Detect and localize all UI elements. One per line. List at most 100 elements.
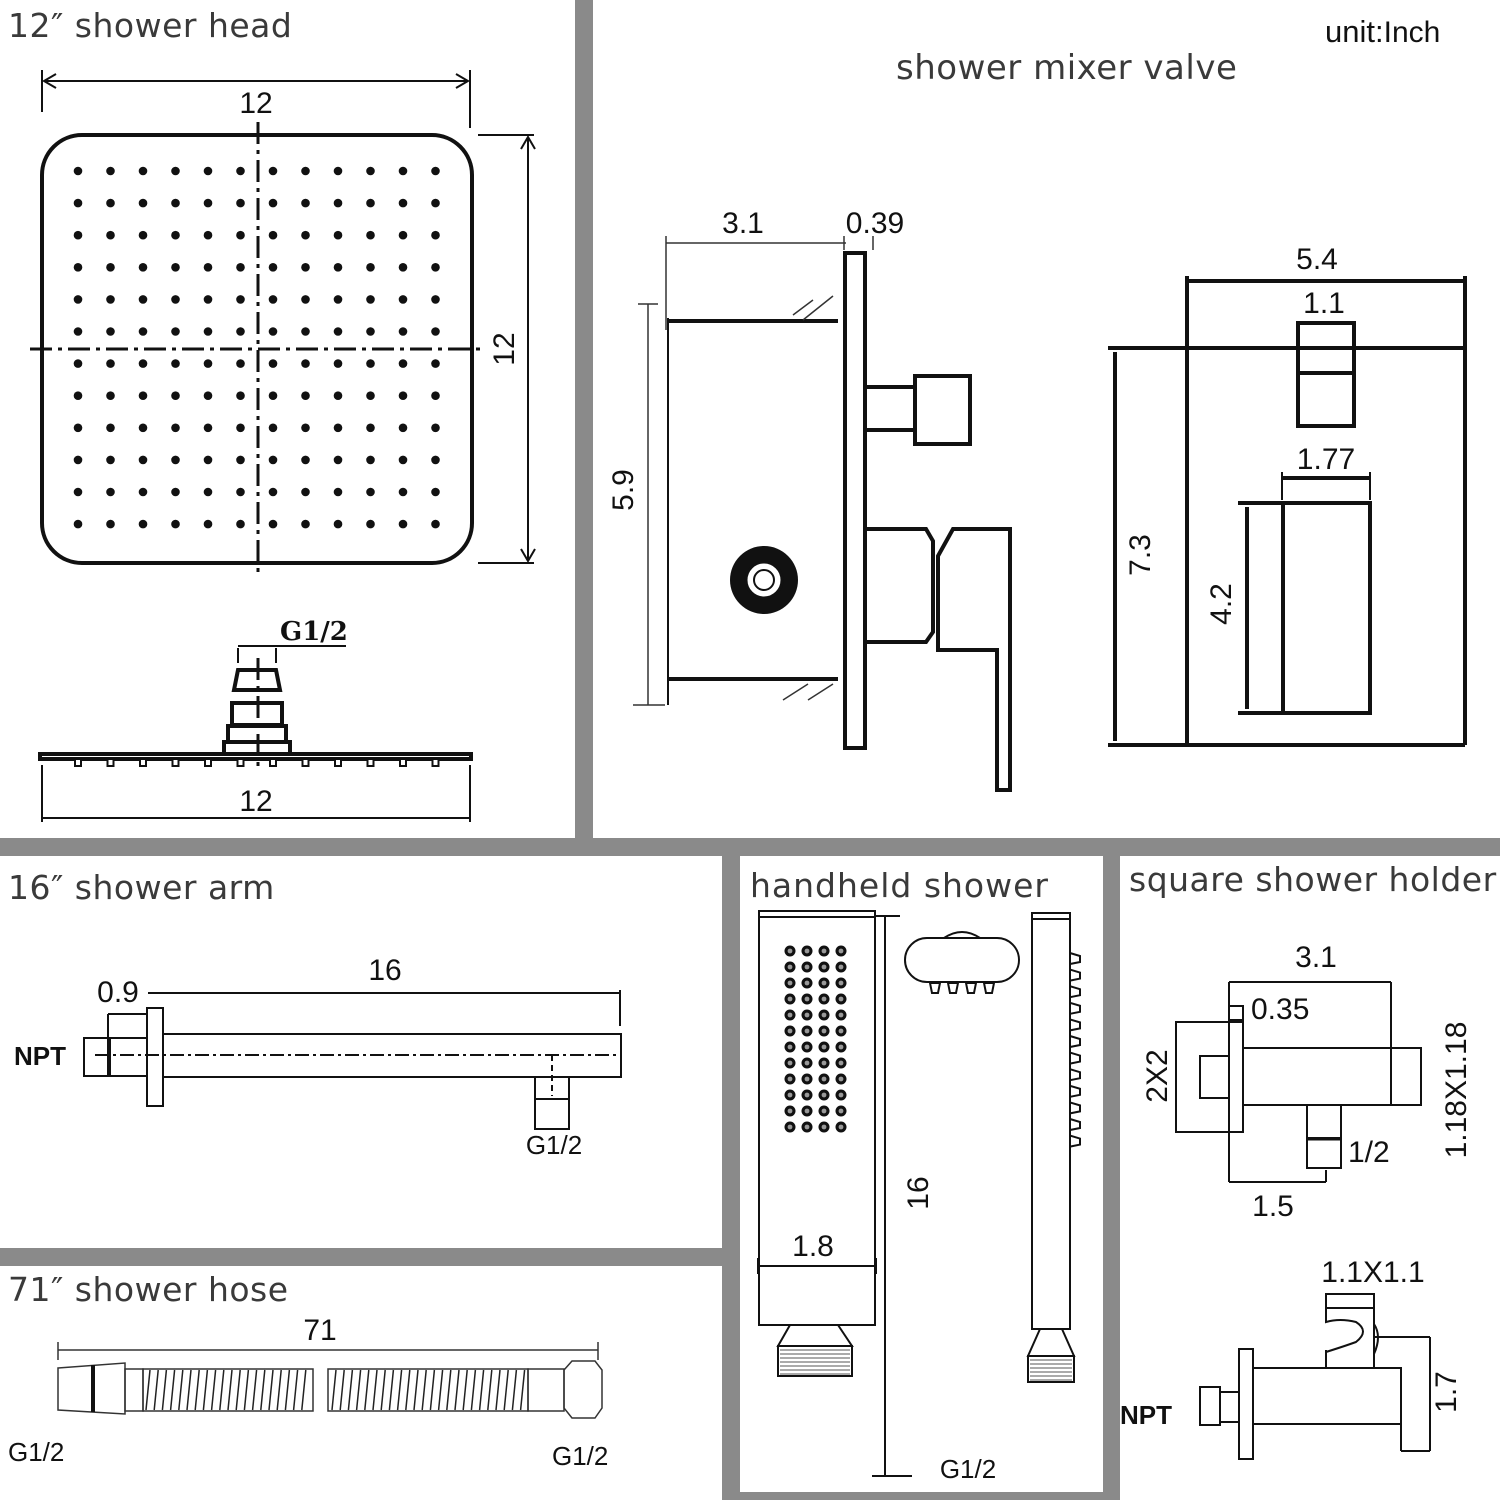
shower-head-nozzle (366, 327, 375, 336)
shower-head-side-nozzle (171, 758, 180, 767)
shower-head-nozzle (431, 327, 440, 336)
hose-coil (421, 1369, 427, 1411)
shower-head-nozzle (236, 295, 245, 304)
shower-head-side-nozzle (269, 758, 277, 767)
hose-coil (429, 1369, 436, 1411)
shower-head-nozzle (236, 519, 245, 529)
shower-head-nozzle (203, 423, 213, 433)
shower-head-nozzle (73, 391, 83, 401)
shower-head-nozzle (268, 423, 278, 433)
shower-head-nozzle (398, 455, 408, 465)
shower-head-nozzle (398, 198, 408, 208)
shower-head-nozzle (138, 423, 148, 433)
shower-head-nozzle (138, 327, 148, 336)
handheld-shower-drawing: 1.8 16 G1/2 (757, 910, 1081, 1484)
shower-head-side-nozzle (236, 758, 245, 767)
hose-coil (276, 1369, 282, 1411)
hose-coil (235, 1369, 241, 1411)
shower-head-nozzle (138, 359, 148, 368)
holder-flange-label: 0.35 (1251, 993, 1309, 1026)
shower-head-nozzle (203, 391, 213, 401)
hose-coil (161, 1369, 168, 1411)
shower-arm-title: 16″ shower arm (8, 868, 275, 907)
shower-head-nozzle (203, 487, 213, 497)
shower-head-nozzle (171, 166, 180, 176)
handheld-side-nozzle (1069, 984, 1081, 999)
shower-head-nozzle (236, 263, 245, 272)
shower-head-nozzle (73, 423, 83, 433)
shower-head-nozzle (268, 295, 278, 304)
handheld-side-nozzle (1069, 1134, 1081, 1148)
shower-head-nozzle (431, 391, 440, 401)
shower-head-nozzle (73, 166, 83, 176)
hose-coil (145, 1369, 151, 1411)
shower-head-height-dimension: 12 (478, 134, 536, 564)
shower-head-nozzle (203, 327, 213, 336)
shower-head-nozzle (203, 166, 213, 176)
handheld-side-nozzle (1069, 1084, 1081, 1099)
shower-head-nozzle (366, 263, 375, 272)
hose-coil (284, 1369, 291, 1411)
shower-head-nozzle (106, 455, 115, 465)
shower-head-nozzle (398, 359, 408, 368)
shower-head-nozzle (301, 198, 310, 208)
shower-head-nozzle (73, 519, 83, 529)
shower-head-nozzle (301, 455, 310, 465)
hose-coil (470, 1369, 477, 1411)
hose-coil (331, 1369, 337, 1411)
shower-head-nozzle (138, 487, 148, 497)
handheld-width-label: 1.8 (792, 1230, 834, 1263)
mixer-valve-side-view: 3.1 0.39 5.9 (607, 207, 1012, 792)
handheld-top-nozzle (928, 982, 942, 994)
shower-head-nozzle (106, 198, 115, 208)
hose-coil (511, 1369, 518, 1411)
hose-coil (462, 1369, 468, 1411)
hose-coil (169, 1369, 176, 1411)
shower-head-nozzle (171, 359, 180, 368)
valve-plate-thickness-label: 0.39 (846, 207, 904, 240)
shower-head-nozzle (398, 263, 408, 272)
shower-head-nozzle (236, 359, 245, 368)
shower-head-nozzle (106, 519, 115, 529)
hose-coil (478, 1369, 485, 1411)
shower-head-nozzle (366, 487, 375, 497)
shower-head-nozzle (431, 166, 440, 176)
handheld-side-nozzle (1069, 968, 1081, 982)
shower-head-nozzle (301, 263, 310, 272)
hose-coil (437, 1369, 444, 1411)
shower-head-nozzle (236, 391, 245, 401)
shower-head-nozzle (366, 455, 375, 465)
shower-head-nozzle (301, 391, 310, 401)
shower-head-nozzle (366, 519, 375, 529)
hose-coil (301, 1369, 307, 1411)
shower-head-nozzle (106, 391, 115, 401)
shower-head-nozzle (268, 455, 278, 465)
handheld-shower-title: handheld shower (750, 866, 1049, 905)
valve-depth-label: 3.1 (722, 207, 764, 240)
arm-inlet-label: NPT (14, 1041, 66, 1071)
hose-coil (202, 1369, 209, 1411)
shower-hose-panel: 71″ shower hose 71 G1/2 G1/2 (0, 1266, 722, 1500)
shower-head-nozzle (366, 198, 375, 208)
hose-coil-lines (145, 1369, 526, 1411)
hose-length-label: 71 (303, 1314, 336, 1347)
shower-head-nozzle (268, 519, 278, 529)
shower-head-nozzle (73, 295, 83, 304)
shower-head-nozzle (268, 391, 278, 401)
shower-head-nozzle (431, 295, 440, 304)
handheld-top-nozzle (946, 982, 960, 994)
shower-head-nozzle (106, 230, 115, 240)
shower-head-nozzle (366, 423, 375, 433)
hose-coil (503, 1369, 509, 1411)
shower-head-nozzle (301, 519, 310, 529)
shower-head-nozzle (203, 198, 213, 208)
shower-head-nozzle (431, 455, 440, 465)
shower-holder-drawing: 3.1 0.35 2X2 1.18X1.18 1/2 1.5 1.1X1.1 (1120, 941, 1473, 1460)
shower-head-nozzle (203, 263, 213, 272)
handheld-top-nozzle (964, 982, 978, 994)
hose-coil (487, 1369, 493, 1411)
arm-outlet-label: G1/2 (526, 1130, 582, 1160)
shower-head-nozzle (106, 359, 115, 368)
shower-head-side-nozzle (204, 758, 212, 767)
shower-head-nozzle (138, 455, 148, 465)
